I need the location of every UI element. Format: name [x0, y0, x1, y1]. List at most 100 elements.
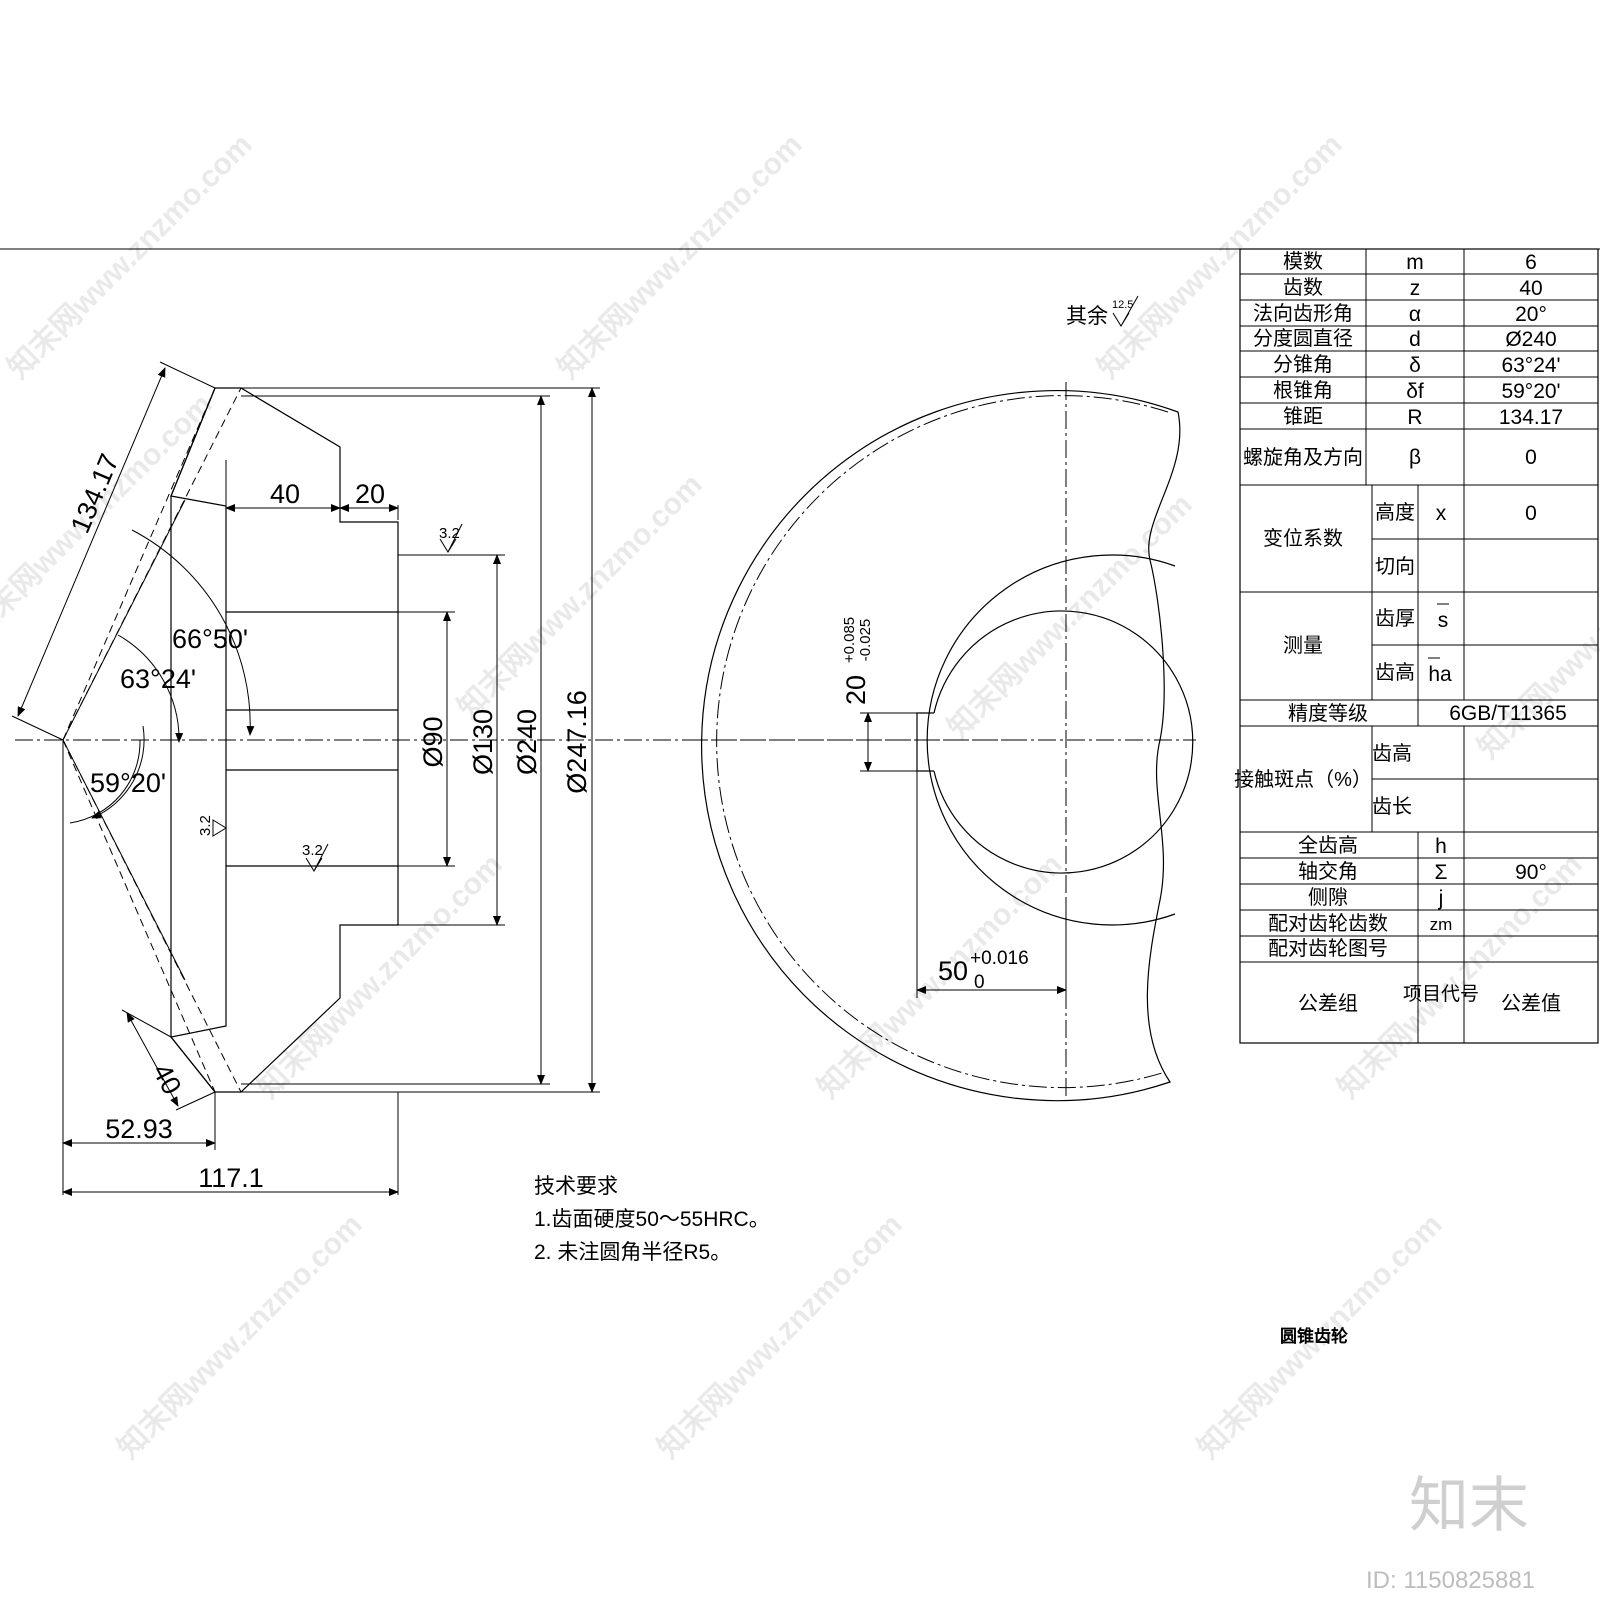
technical-notes: 技术要求 1.齿面硬度50～55HRC。 2. 未注圆角半径R5。	[534, 1175, 770, 1264]
row-teeth-value: 40	[1519, 277, 1542, 300]
row-contact-length-label: 齿长	[1372, 795, 1412, 818]
row-rootcone-value: 59°20'	[1501, 380, 1560, 403]
roughness-bore-top: 3.2	[439, 525, 460, 542]
row-conedist-label: 锥距	[1283, 405, 1323, 428]
row-backlash-label: 侧隙	[1308, 886, 1348, 909]
row-teeth-label: 齿数	[1283, 276, 1323, 299]
row-wholedepth-label: 全齿高	[1298, 834, 1358, 857]
row-shaftangle-label: 轴交角	[1298, 860, 1358, 883]
row-measure-thickness-label: 齿厚	[1375, 607, 1415, 630]
gear-outline	[701, 389, 1181, 1102]
dim-key-width-upper: +0.085	[841, 617, 858, 663]
row-pitchdia-value: Ø240	[1505, 328, 1556, 351]
row-module-value: 6	[1525, 251, 1537, 274]
row-conedist-symbol: R	[1407, 406, 1422, 429]
row-tolerance-value-label: 公差值	[1501, 992, 1561, 1015]
row-contact-height-label: 齿高	[1372, 742, 1412, 765]
row-rootcone-label: 根锥角	[1273, 379, 1333, 402]
row-module-symbol: m	[1406, 251, 1424, 274]
row-pitchcone-symbol: δ	[1409, 354, 1421, 377]
row-pressure-value: 20°	[1515, 303, 1547, 326]
row-pitchcone-label: 分锥角	[1273, 353, 1333, 376]
row-modification-height-label: 高度	[1375, 501, 1415, 524]
dim-pitch-angle: 63°24'	[120, 664, 196, 694]
watermark-layer: 知末网www.znzmo.com 知末网www.znzmo.com 知末网www…	[0, 128, 1600, 1465]
row-accuracy-value: 6GB/T11365	[1449, 702, 1567, 725]
row-teeth-symbol: z	[1410, 277, 1421, 300]
row-shaftangle-value: 90°	[1515, 861, 1547, 884]
row-pressure-label: 法向齿形角	[1253, 302, 1353, 325]
row-measure-thickness-symbol: s	[1438, 609, 1449, 632]
dim-keyway-depth: 50	[938, 956, 968, 986]
parameter-table-text: 模数 m 6 齿数 z 40 法向齿形角 α 20° 分度圆直径 d Ø240 …	[1234, 250, 1567, 1015]
keyway	[916, 712, 934, 772]
row-matedrawing-label: 配对齿轮图号	[1268, 937, 1388, 960]
bore-circle	[933, 610, 1194, 874]
row-pitchdia-label: 分度圆直径	[1253, 327, 1353, 350]
dim-keyway-lower: 0	[974, 972, 985, 993]
svg-text:知末网www.znzmo.com: 知末网www.znzmo.com	[0, 388, 219, 645]
dim-step-width: 20	[355, 479, 385, 509]
row-pressure-symbol: α	[1409, 303, 1421, 326]
row-measure-height-label: 齿高	[1375, 661, 1415, 684]
row-wholedepth-symbol: h	[1435, 835, 1447, 858]
end-view-labels: 20 +0.085 -0.025 50 +0.016 0 其余 12.5	[841, 299, 1133, 993]
dim-keyway-upper: +0.016	[970, 948, 1029, 969]
dim-key-width-lower: -0.025	[857, 619, 874, 662]
hatch-lower	[169, 865, 399, 1093]
row-conedist-value: 134.17	[1499, 406, 1563, 429]
row-contact-label: 接触斑点（%）	[1234, 768, 1372, 791]
row-mateteeth-label: 配对齿轮齿数	[1268, 912, 1388, 935]
row-modification-height-symbol: x	[1436, 502, 1447, 525]
row-tolerance-group-label: 公差组	[1298, 992, 1358, 1015]
roughness-bore-bottom: 3.2	[302, 842, 323, 859]
dim-bore: Ø90	[418, 716, 448, 767]
roughness-other-label: 其余	[1066, 305, 1108, 328]
row-spiral-value: 0	[1525, 446, 1537, 469]
dim-hub-dia: Ø130	[468, 709, 498, 775]
dim-tip-dia: Ø247.16	[562, 690, 592, 794]
svg-text:知末网www.znzmo.com: 知末网www.znzmo.com	[112, 1208, 369, 1465]
roughness-face: 3.2	[197, 815, 214, 836]
hatch-upper	[170, 387, 399, 613]
row-pitchcone-value: 63°24'	[1501, 354, 1560, 377]
row-measure-height-symbol: ha	[1428, 663, 1452, 686]
end-view	[690, 295, 1196, 1102]
row-backlash-symbol: j	[1438, 887, 1444, 910]
notes-title: 技术要求	[534, 1175, 618, 1198]
notes-item-2: 2. 未注圆角半径R5。	[534, 1241, 731, 1264]
parameter-table	[1239, 248, 1599, 1044]
row-measure-label: 测量	[1283, 634, 1323, 657]
dim-pitch-dia: Ø240	[512, 709, 542, 775]
section-view	[11, 361, 1010, 1196]
dim-face-width: 40	[147, 1059, 188, 1100]
dim-hub-width: 40	[270, 479, 300, 509]
svg-text:知末网www.znzmo.com: 知末网www.znzmo.com	[2, 128, 259, 385]
dim-total-length: 117.1	[198, 1163, 264, 1193]
svg-text:知末网www.znzmo.com: 知末网www.znzmo.com	[552, 128, 809, 385]
dim-angle-outer: 66°50'	[172, 624, 248, 654]
roughness-other-value: 12.5	[1112, 299, 1133, 311]
row-rootcone-symbol: δf	[1406, 380, 1424, 403]
svg-text:知末网www.znzmo.com: 知末网www.znzmo.com	[1332, 848, 1589, 1105]
row-shaftangle-symbol: Σ	[1435, 861, 1448, 884]
row-spiral-label: 螺旋角及方向	[1243, 446, 1363, 469]
row-tolerance-item-label: 项目代号	[1403, 983, 1479, 1005]
row-modification-tangent-label: 切向	[1375, 555, 1415, 578]
row-modification-label: 变位系数	[1263, 527, 1343, 550]
row-modification-height-value: 0	[1525, 502, 1537, 525]
notes-item-1: 1.齿面硬度50～55HRC。	[534, 1208, 770, 1231]
svg-text:知末网www.znzmo.com: 知末网www.znzmo.com	[452, 468, 709, 725]
dim-root-angle: 59°20'	[90, 768, 166, 798]
section-dimension-labels: 134.17 40 20 66°50' 63°24' 59°20' Ø90 Ø1…	[65, 450, 592, 1193]
row-spiral-symbol: β	[1409, 446, 1421, 469]
dim-apex-to-back: 52.93	[105, 1114, 173, 1144]
dim-key-width: 20	[841, 675, 871, 705]
brand-id: ID: 1150825881	[1366, 1567, 1535, 1594]
row-pitchdia-symbol: d	[1409, 328, 1421, 351]
row-module-label: 模数	[1283, 250, 1323, 273]
brand-logo: 知末	[1409, 1472, 1529, 1539]
row-accuracy-label: 精度等级	[1288, 702, 1368, 725]
pitch-circle	[716, 395, 1169, 1088]
